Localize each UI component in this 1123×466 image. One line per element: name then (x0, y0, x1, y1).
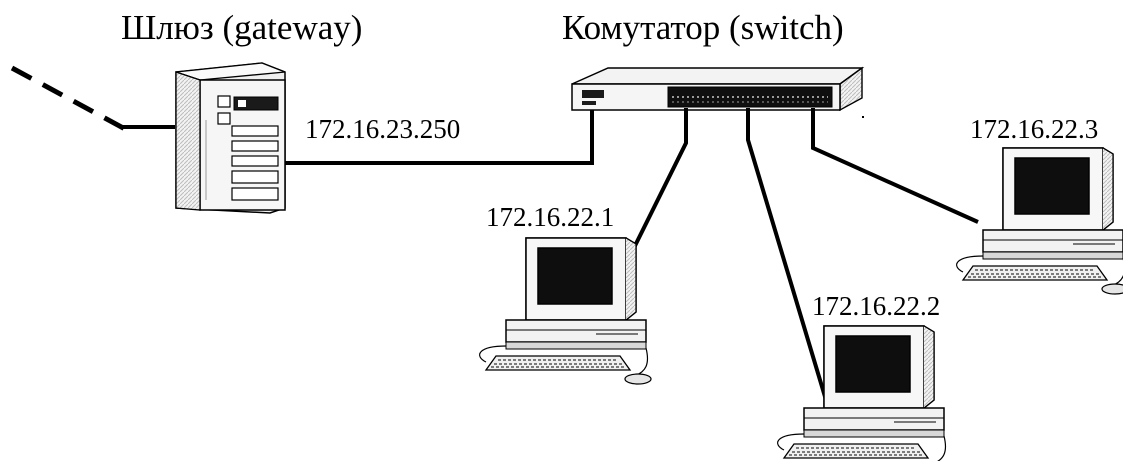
switch-host1-link (618, 108, 688, 277)
gateway-switch-link (285, 108, 594, 165)
gateway-ip-label: 172.16.23.250 (305, 114, 461, 144)
host2-computer-icon (776, 325, 950, 466)
host3-computer-icon (955, 147, 1123, 295)
switch-host3-link (811, 108, 979, 224)
host1-ip-label: 172.16.22.1 (486, 202, 615, 232)
gateway-server-icon (175, 62, 286, 214)
host3-ip-label: 172.16.22.3 (970, 114, 1099, 144)
wan-link (10, 65, 129, 133)
stray-dot (862, 116, 864, 118)
switch-host2-link (746, 108, 828, 401)
gateway-label: Шлюз (gateway) (121, 8, 363, 47)
switch-label: Комутатор (switch) (562, 8, 844, 47)
host1-computer-icon (478, 237, 652, 385)
host2-ip-label: 172.16.22.2 (812, 291, 941, 321)
switch-icon (571, 66, 865, 112)
